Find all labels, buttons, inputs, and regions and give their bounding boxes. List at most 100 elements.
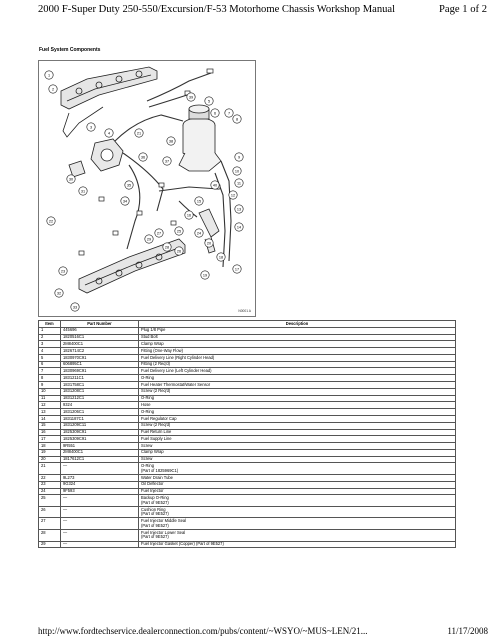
table-header-row: Item Part Number Description xyxy=(38,320,456,328)
part-number-cell: 9L273 xyxy=(60,474,139,482)
callout-39: 39 xyxy=(186,92,196,102)
callout-label: 25 xyxy=(177,229,181,233)
table-row: 27—Fuel Injector Middle Seal(Part of 9E5… xyxy=(38,517,456,531)
description-text: Backup O-Ring xyxy=(141,494,169,500)
callout-35: 35 xyxy=(124,180,134,190)
part-number-cell: 1826714C2 xyxy=(60,347,139,355)
manual-title: 2000 F-Super Duty 250-550/Excursion/F-53… xyxy=(38,4,396,15)
description-cell: Screw (2 Req'd) xyxy=(138,421,456,430)
callout-label: 36 xyxy=(141,155,145,159)
callout-label: 32 xyxy=(57,291,61,295)
callout-label: 22 xyxy=(49,219,53,223)
description-cell: Fitting (2 Req'd) xyxy=(138,360,456,369)
table-row: 21—O-Ring(Part of 1825969C1) xyxy=(38,462,456,475)
description-text: Screw xyxy=(141,442,153,448)
callout-label: 34 xyxy=(123,199,127,203)
part-number-cell: 2M8400C1 xyxy=(60,340,139,349)
item-cell: 4 xyxy=(38,347,61,355)
part-number-cell: 1831206C1 xyxy=(60,408,139,416)
description-cell: Screw (2 Req'd) xyxy=(138,387,456,396)
description-text: Fuel Injector Middle Seal xyxy=(141,518,187,524)
callout-label: 11 xyxy=(237,181,241,185)
description-text: Fitting (2 Req'd) xyxy=(141,361,170,367)
part-number-cell: 1830969C91 xyxy=(60,367,139,376)
callout-3: 3 xyxy=(86,122,96,132)
callout-2: 2 xyxy=(48,84,58,94)
callout-label: 7 xyxy=(228,111,230,115)
item-cell: 11 xyxy=(38,394,61,403)
callout-label: 9 xyxy=(238,155,240,159)
description-note: (Part of 9E527) xyxy=(141,499,169,505)
callout-5: 5 xyxy=(204,96,214,106)
part-number-cell: — xyxy=(60,505,139,519)
page-footer: http://www.fordtechservice.dealerconnect… xyxy=(38,626,488,636)
callout-label: 24 xyxy=(197,231,201,235)
callout-label: 28 xyxy=(165,245,169,249)
item-cell: 25 xyxy=(38,494,61,507)
description-text: Water Drain Tube xyxy=(141,474,173,480)
callout-label: 4 xyxy=(108,131,110,135)
description-cell: Screw xyxy=(138,442,456,450)
callout-4: 4 xyxy=(104,128,114,138)
item-cell: 21 xyxy=(38,462,61,475)
callout-label: 30 xyxy=(69,177,73,181)
callout-label: 19 xyxy=(203,273,207,277)
description-text: Oil Deflector xyxy=(141,481,164,487)
part-number-cell: 9R551 xyxy=(60,442,139,450)
item-cell: 10 xyxy=(38,387,61,396)
print-date: 11/17/2008 xyxy=(447,626,488,636)
description-text: O-Ring xyxy=(141,463,154,468)
callout-label: 18 xyxy=(219,255,223,259)
callout-label: 15 xyxy=(197,199,201,203)
callout-label: 38 xyxy=(169,139,173,143)
description-text: O-Ring xyxy=(141,374,154,380)
fuel-filter-housing xyxy=(178,104,222,172)
cylinder-head-bottom xyxy=(78,238,186,294)
item-cell: 5 xyxy=(38,353,61,362)
callout-40: 40 xyxy=(210,180,220,190)
table-row: 26—Cushion Ring(Part of 9E527) xyxy=(38,505,456,519)
description-text: Cushion Ring xyxy=(141,506,166,512)
description-cell: Backup O-Ring(Part of 9E527) xyxy=(138,494,456,507)
section-title: Fuel System Components xyxy=(39,47,101,53)
description-note: (Part of 1825969C1) xyxy=(141,467,179,473)
part-number-cell: 1831758C1 xyxy=(60,381,139,389)
item-cell: 29 xyxy=(38,540,61,549)
description-text: Fuel Delivery Line (Right Cylinder Head) xyxy=(141,354,215,360)
callout-14: 14 xyxy=(234,222,244,232)
description-text: Fitting (One-Way Flow) xyxy=(141,347,183,353)
item-cell: 23 xyxy=(38,480,61,489)
callout-7: 7 xyxy=(224,108,234,118)
callout-label: 27 xyxy=(157,231,161,235)
callout-label: 39 xyxy=(189,95,193,99)
part-number-cell: 1825309C91 xyxy=(60,435,139,444)
callout-label: 17 xyxy=(235,267,239,271)
description-text: Fuel Return Line xyxy=(141,429,172,435)
description-text: Fuel Injector Lower Seal xyxy=(141,529,186,535)
part-number-cell: 1831208C1 xyxy=(60,387,139,396)
callout-21: 21 xyxy=(134,128,144,138)
callout-16: 16 xyxy=(184,210,194,220)
item-cell: 26 xyxy=(38,505,61,519)
part-number-cell: — xyxy=(60,494,139,507)
callout-label: 14 xyxy=(237,225,241,229)
description-text: Screw xyxy=(141,456,153,462)
item-cell: 9 xyxy=(38,381,61,389)
fuel-lines xyxy=(114,72,232,268)
description-cell: Plug 1/8 Pipe xyxy=(138,326,456,335)
description-text: O-Ring xyxy=(141,395,154,401)
callout-20: 20 xyxy=(204,238,214,248)
callout-label: 31 xyxy=(81,189,85,193)
callout-36: 36 xyxy=(138,152,148,162)
callout-26: 26 xyxy=(174,246,184,256)
